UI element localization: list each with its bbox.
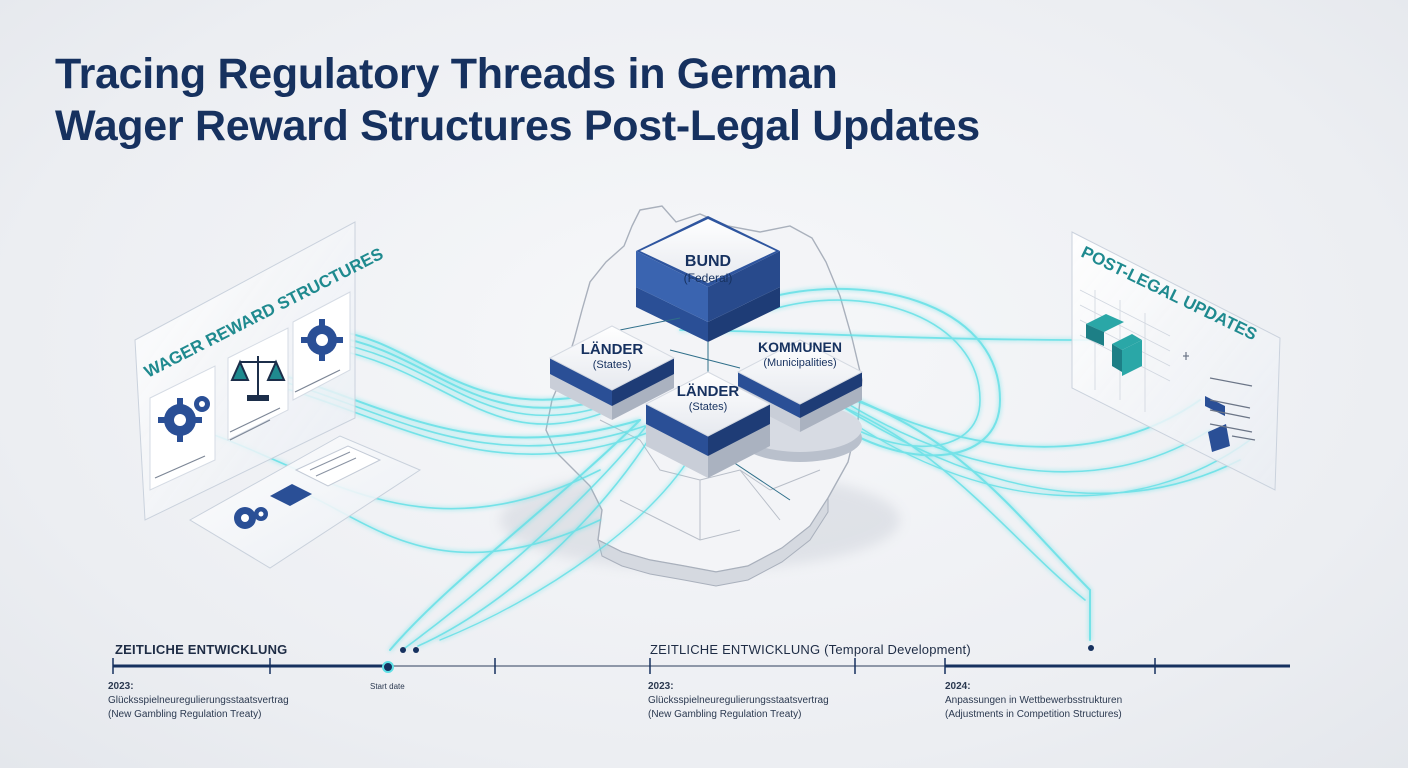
node-laender-center: LÄNDER (States) <box>644 371 772 478</box>
node-bund-label: BUND <box>685 253 731 270</box>
document-icon <box>294 445 382 487</box>
timeline-ticks <box>112 658 1156 674</box>
right-panel-text-lines <box>1183 352 1256 441</box>
timeline-heading-left: ZEITLICHE ENTWICKLUNG <box>115 642 288 657</box>
timeline <box>112 645 1290 674</box>
timeline-event-2: 2023: Glücksspielneuregulierungsstaatsve… <box>648 681 829 720</box>
timeline-event-3: 2024: Anpassungen in Wettbewerbsstruktur… <box>945 681 1123 720</box>
node-laender-left: LÄNDER (States) <box>548 325 676 420</box>
node-kommunen-label: KOMMUNEN <box>758 339 842 355</box>
thread-endpoint <box>1088 645 1094 651</box>
node-bund-sub: (Federal) <box>684 271 733 285</box>
left-panel-text-lines <box>154 369 341 479</box>
gears-icon <box>234 507 268 529</box>
right-panel: POST-LEGAL UPDATES <box>1071 231 1281 491</box>
node-bund: BUND (Federal) <box>636 216 780 342</box>
timeline-marker[interactable] <box>382 661 394 673</box>
thread-endpoint <box>413 647 419 653</box>
gears-icon <box>158 396 210 442</box>
title-line-2: Wager Reward Structures Post-Legal Updat… <box>55 102 980 150</box>
node-laender-left-label: LÄNDER <box>581 341 644 358</box>
left-panel: WAGER REWARD STRUCTURES <box>134 221 422 569</box>
stacked-blocks-icon <box>1086 314 1142 376</box>
page-title: Tracing Regulatory Threads in German Wag… <box>55 48 980 152</box>
timeline-marker-label: Start date <box>370 682 405 691</box>
node-kommunen-sub: (Municipalities) <box>763 357 836 369</box>
scales-icon <box>230 356 286 401</box>
timeline-heading-center: ZEITLICHE ENTWICKLUNG (Temporal Developm… <box>650 642 971 657</box>
gear-icon <box>301 319 343 361</box>
thread-endpoint <box>400 647 406 653</box>
title-line-1: Tracing Regulatory Threads in German <box>55 50 838 98</box>
chart-icon <box>1205 396 1230 452</box>
timeline-event-1: 2023: Glücksspielneuregulierungsstaatsve… <box>108 681 289 720</box>
node-laender-left-sub: (States) <box>593 359 632 371</box>
node-laender-center-label: LÄNDER <box>677 383 740 400</box>
node-laender-center-sub: (States) <box>689 401 728 413</box>
